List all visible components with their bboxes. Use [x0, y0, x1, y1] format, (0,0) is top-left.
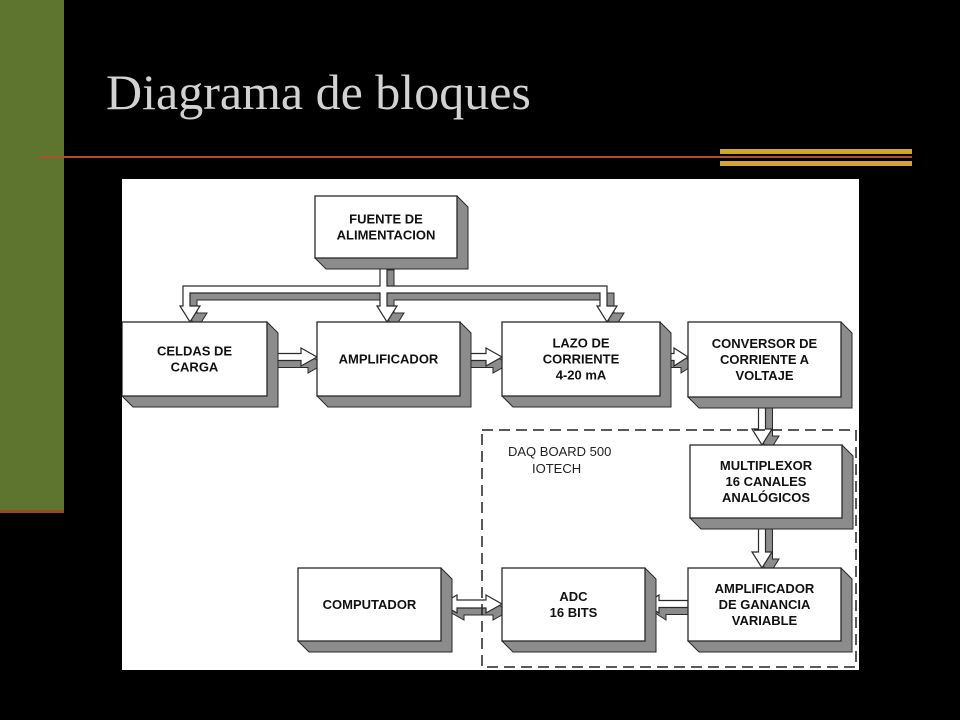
block-label-line: COMPUTADOR — [323, 597, 417, 612]
block-face — [297, 567, 442, 642]
block-face — [687, 567, 842, 642]
block-label-line: MULTIPLEXOR — [720, 458, 813, 473]
block-label-line: LAZO DE — [552, 336, 609, 351]
daq-board-label-line: DAQ BOARD 500 — [508, 444, 611, 459]
side-accent-edge — [0, 510, 64, 513]
arrow-shadow — [186, 269, 625, 330]
side-accent-bar — [0, 0, 64, 512]
daq-board-label-line: IOTECH — [532, 461, 581, 476]
daq-board-label: DAQ BOARD 500 IOTECH — [508, 444, 615, 476]
block-label-line: CARGA — [171, 360, 219, 375]
block-face — [501, 321, 661, 397]
block-label-line: VARIABLE — [732, 613, 798, 628]
block-face — [501, 567, 646, 642]
block-label-line: AMPLIFICADOR — [715, 581, 815, 596]
accent-bar-bottom — [720, 161, 912, 166]
block-label-line: CORRIENTE A — [720, 352, 810, 367]
slide-title: Diagrama de bloques — [106, 64, 531, 120]
arrow-amplificador-to-lazo — [459, 346, 511, 374]
block-label-line: ALIMENTACION — [337, 228, 436, 243]
block-face — [314, 195, 458, 259]
block-label-line: ADC — [559, 589, 588, 604]
signal-arrows — [178, 262, 780, 621]
power-distribution-arrow — [178, 262, 625, 330]
block-face — [316, 321, 461, 397]
block-face — [687, 321, 842, 398]
block-label-line: 4-20 mA — [556, 368, 607, 383]
block-label-line: CONVERSOR DE — [712, 336, 818, 351]
block-label-line: CORRIENTE — [543, 352, 620, 367]
block-computador: COMPUTADOR — [297, 567, 453, 653]
block-label-line: AMPLIFICADOR — [339, 352, 439, 367]
block-label-line: 16 CANALES — [726, 474, 807, 489]
block-face — [122, 321, 268, 397]
block-amplificador: AMPLIFICADOR — [316, 321, 472, 408]
block-label-line: 16 BITS — [550, 605, 598, 620]
block-label-line: DE GANANCIA — [719, 597, 811, 612]
block-label-line: FUENTE DE — [349, 212, 423, 227]
block-label-line: VOLTAJE — [735, 368, 793, 383]
block-label-line: ANALÓGICOS — [722, 490, 810, 505]
accent-bar-top — [720, 149, 912, 154]
arrow-outline — [178, 262, 619, 324]
block-face — [689, 444, 843, 519]
title-underline — [40, 156, 912, 158]
block-label-line: CELDAS DE — [157, 344, 232, 359]
daq-board-boundary — [481, 429, 857, 668]
